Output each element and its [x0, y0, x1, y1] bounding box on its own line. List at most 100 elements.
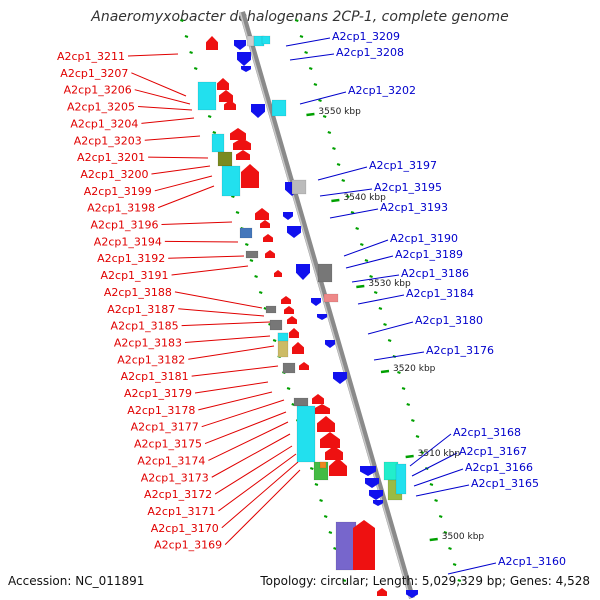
left-leader-line — [131, 72, 187, 97]
accession-text: Accession: NC_011891 — [8, 574, 145, 588]
gene-arrow — [241, 164, 259, 188]
track-dot — [193, 66, 198, 71]
left-gene-label: A2cp1_3201 — [77, 151, 145, 164]
track-dot — [373, 290, 378, 295]
right-gene-label: A2cp1_3189 — [395, 248, 463, 261]
right-gene-label: A2cp1_3193 — [380, 201, 448, 214]
track-dot — [254, 274, 258, 279]
left-gene-label: A2cp1_3183 — [114, 336, 182, 349]
track-dot — [346, 194, 350, 199]
scale-tick — [405, 454, 414, 459]
left-leader-line — [134, 89, 191, 105]
gene-arrow — [241, 66, 251, 72]
gene-arrow — [360, 466, 376, 476]
left-leader-line — [181, 321, 271, 327]
gene-arrow — [224, 100, 236, 110]
gene-arrow — [206, 36, 218, 50]
right-leader-line — [329, 208, 379, 219]
gene-box — [282, 362, 296, 374]
gene-arrow — [237, 52, 251, 66]
track-dot — [328, 530, 333, 535]
track-dot — [249, 258, 254, 263]
track-dot — [207, 114, 212, 119]
track-dot — [304, 50, 308, 55]
track-dot — [401, 386, 406, 391]
scale-tick — [380, 369, 390, 374]
right-leader-line — [345, 255, 394, 269]
right-leader-line — [367, 321, 414, 335]
left-gene-label: A2cp1_3175 — [134, 438, 202, 451]
gene-arrow — [234, 40, 246, 50]
left-gene-label: A2cp1_3199 — [84, 185, 152, 198]
gene-box — [197, 81, 217, 111]
scale-tick — [306, 112, 315, 117]
scale-tick — [429, 537, 438, 542]
gene-box — [323, 293, 339, 303]
track-dot — [319, 498, 323, 503]
left-gene-label: A2cp1_3205 — [67, 101, 135, 114]
track-dot — [314, 482, 319, 487]
gene-arrow — [289, 328, 299, 338]
right-gene-label: A2cp1_3208 — [336, 46, 404, 59]
gene-arrow — [325, 340, 335, 348]
left-leader-line — [214, 445, 293, 495]
left-gene-label: A2cp1_3174 — [137, 454, 205, 467]
left-gene-label: A2cp1_3194 — [94, 235, 162, 248]
left-leader-line — [171, 265, 249, 276]
left-leader-line — [191, 365, 279, 377]
right-leader-line — [415, 484, 470, 497]
scale-label: 3530 kbp — [368, 279, 411, 289]
left-gene-label: A2cp1_3178 — [127, 404, 195, 417]
gene-box — [271, 99, 287, 117]
gene-arrow — [217, 78, 229, 90]
left-gene-label: A2cp1_3185 — [111, 320, 179, 333]
gene-arrow — [312, 394, 324, 404]
map-title: Anaeromyxobacter dehalogenans 2CP-1, com… — [91, 9, 509, 25]
right-gene-labels: A2cp1_3209A2cp1_3208A2cp1_3202A2cp1_3197… — [332, 30, 566, 568]
left-leader-line — [151, 165, 211, 175]
gene-arrow — [233, 138, 251, 150]
left-leader-line — [154, 175, 213, 192]
track-dot — [231, 194, 235, 199]
gene-arrow — [377, 588, 387, 596]
track-dot — [179, 18, 184, 23]
gene-arrow — [311, 298, 321, 306]
track-dot — [406, 402, 411, 407]
track-dot — [448, 546, 452, 551]
track-dot — [244, 242, 249, 247]
left-gene-label: A2cp1_3188 — [104, 286, 172, 299]
track-dot — [323, 514, 328, 519]
left-gene-label: A2cp1_3192 — [97, 252, 165, 265]
left-gene-label: A2cp1_3181 — [121, 370, 189, 383]
gene-arrow — [292, 342, 304, 354]
track-dot — [258, 290, 263, 295]
track-dot — [411, 418, 415, 423]
track-dot — [318, 98, 322, 103]
gene-features — [197, 35, 418, 598]
left-gene-label: A2cp1_3177 — [131, 421, 199, 434]
gene-box — [317, 263, 333, 283]
scale-label: 3500 kbp — [442, 532, 485, 542]
gene-box — [296, 405, 316, 463]
track-dot — [322, 114, 327, 119]
track-dot — [286, 386, 291, 391]
track-dot — [350, 210, 355, 215]
left-gene-label: A2cp1_3187 — [107, 303, 175, 316]
right-leader-line — [357, 294, 405, 305]
gene-box — [261, 35, 271, 45]
right-leader-line — [285, 37, 331, 47]
right-gene-label: A2cp1_3180 — [415, 314, 483, 327]
gene-box — [246, 35, 255, 47]
left-leader-line — [184, 335, 271, 343]
right-gene-label: A2cp1_3184 — [406, 287, 474, 300]
gene-arrow — [274, 270, 282, 277]
track-dot — [332, 146, 336, 151]
gene-arrow — [373, 500, 383, 506]
gene-box — [293, 397, 309, 407]
right-gene-label: A2cp1_3166 — [465, 461, 533, 474]
right-gene-label: A2cp1_3186 — [401, 267, 469, 280]
right-dotted-track — [294, 18, 462, 583]
gene-box — [395, 463, 407, 495]
left-leader-line — [224, 469, 301, 546]
left-gene-label: A2cp1_3173 — [141, 471, 209, 484]
